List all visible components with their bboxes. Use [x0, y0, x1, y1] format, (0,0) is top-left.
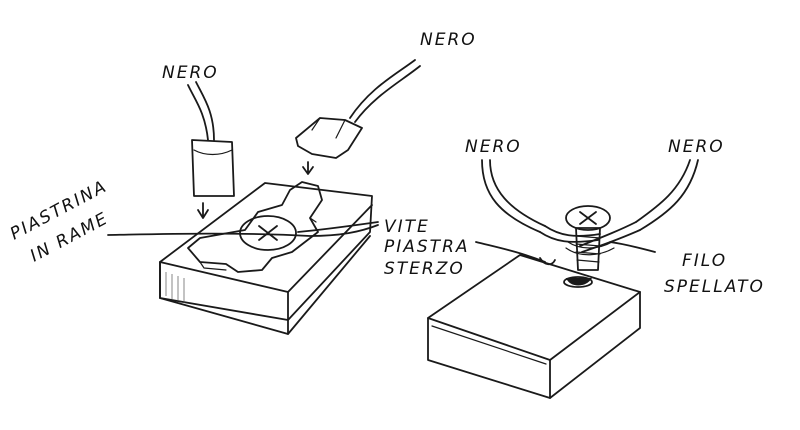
label-filo-line1: FILO — [682, 251, 727, 271]
piastrina-leader-line — [107, 224, 379, 237]
filo-leader-line — [609, 241, 656, 253]
label-nero-1: NERO — [162, 63, 219, 83]
label-vite-line2: PIASTRA — [384, 237, 470, 257]
label-vite-line3: STERZO — [384, 259, 465, 279]
label-nero-4: NERO — [668, 137, 725, 157]
label-filo-line2: SPELLATO — [664, 277, 765, 297]
left-assembly — [107, 59, 421, 335]
label-vite-line1: VITE — [384, 217, 430, 237]
left-block — [159, 182, 373, 335]
right-assembly — [427, 159, 699, 399]
label-nero-2: NERO — [420, 30, 477, 50]
right-wires — [481, 159, 699, 256]
right-block — [427, 254, 641, 399]
label-nero-3: NERO — [465, 137, 522, 157]
steering-screw-icon — [563, 205, 611, 288]
wire-sleeve-left — [187, 81, 235, 219]
copper-plate — [187, 181, 323, 273]
wire-lug-right — [295, 59, 421, 175]
vite-right-hook — [539, 257, 556, 266]
plate-screw-icon — [239, 215, 297, 251]
vite-right-leader-line — [475, 241, 546, 263]
vite-leader-line — [297, 221, 379, 233]
